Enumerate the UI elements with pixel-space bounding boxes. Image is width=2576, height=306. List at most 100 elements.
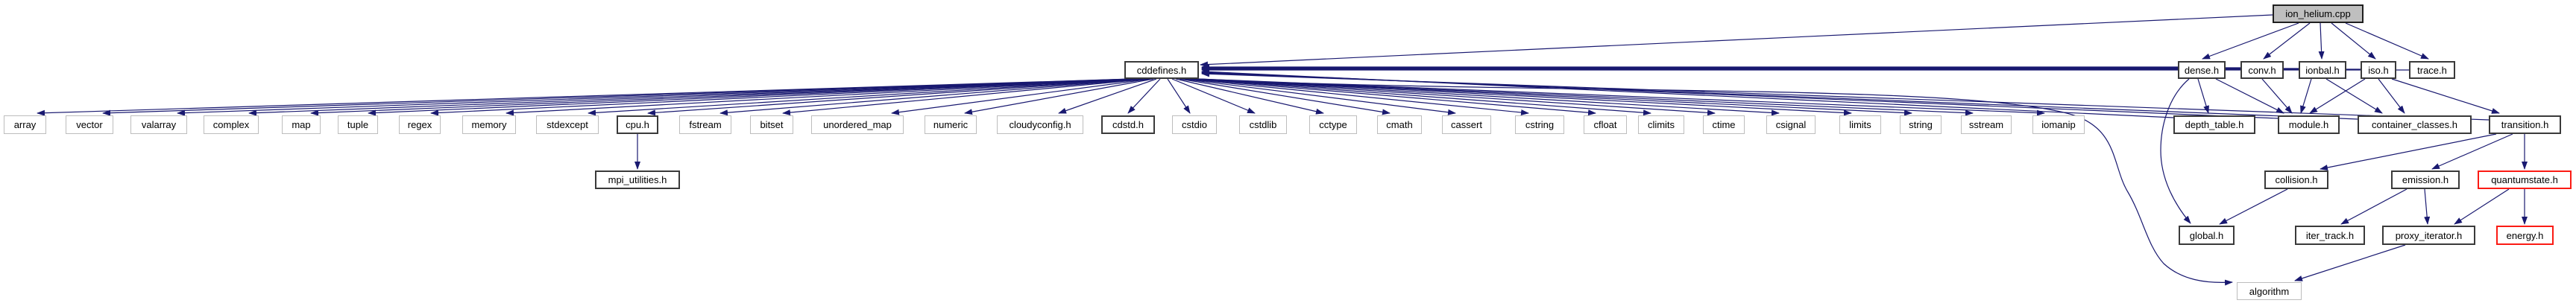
edge-cddefines_h-to-string (1196, 78, 1912, 116)
node-cloudyconfig_h: cloudyconfig.h (997, 115, 1083, 134)
edge-cddefines_h-to-memory (506, 78, 1143, 116)
node-proxy_iterator_h[interactable]: proxy_iterator.h (2382, 226, 2475, 245)
edge-cddefines_h-to-cctype (1175, 78, 1324, 115)
node-emission_h[interactable]: emission.h (2391, 170, 2460, 189)
node-trace_h[interactable]: trace.h (2409, 61, 2455, 79)
node-memory: memory (462, 115, 516, 134)
edge-conv_h-to-module_h (2261, 78, 2293, 114)
edge-ion_helium_cpp-to-ionbal_h (2318, 22, 2325, 60)
node-algorithm: algorithm (2237, 282, 2302, 300)
edge-cddefines_h-to-valarray (177, 78, 1136, 116)
node-module_h[interactable]: module.h (2278, 115, 2340, 134)
node-array: array (4, 115, 46, 134)
edge-cddefines_h-to-complex (248, 78, 1137, 116)
node-climits: climits (1638, 115, 1684, 134)
edge-emission_h-to-iter_track_h (2340, 188, 2407, 225)
edge-cddefines_h-to-regex (430, 78, 1141, 116)
node-sstream: sstream (1961, 115, 2012, 134)
node-string: string (1900, 115, 1942, 134)
edge-cddefines_h-to-tuple (368, 78, 1140, 116)
node-cstdio: cstdio (1172, 115, 1217, 134)
node-ctime: ctime (1703, 115, 1745, 134)
edge-cddefines_h-to-cstdlib (1171, 78, 1256, 114)
edge-cddefines_h-to-cpu_h (647, 78, 1146, 116)
node-depth_table_h[interactable]: depth_table.h (2173, 115, 2255, 134)
edge-cddefines_h-to-cassert (1182, 78, 1456, 115)
edge-cddefines_h-to-csignal (1194, 78, 1780, 116)
edge-cddefines_h-to-vector (102, 78, 1134, 116)
edge-transition_h-to-collision_h (2320, 133, 2497, 170)
edge-cddefines_h-to-cloudyconfig_h (1058, 78, 1157, 114)
node-csignal: csignal (1766, 115, 1816, 134)
node-cddefines_h[interactable]: cddefines.h (1124, 61, 1199, 79)
edge-cddefines_h-to-sstream (1197, 78, 1974, 116)
edge-transition_h-to-cddefines_h (1201, 71, 2490, 121)
edge-cddefines_h-to-map (310, 78, 1139, 116)
node-bitset: bitset (750, 115, 793, 134)
node-quantumstate_h[interactable]: quantumstate.h (2478, 170, 2572, 189)
node-complex: complex (204, 115, 259, 134)
node-cfloat: cfloat (1584, 115, 1627, 134)
node-cstdlib: cstdlib (1239, 115, 1287, 134)
node-global_h[interactable]: global.h (2179, 226, 2235, 245)
edge-transition_h-to-emission_h (2431, 133, 2513, 170)
edge-iso_h-to-transition_h (2391, 78, 2500, 114)
node-mpi_utilities_h[interactable]: mpi_utilities.h (595, 170, 680, 189)
edge-dense_h-to-module_h (2215, 78, 2284, 114)
edge-ion_helium_cpp-to-trace_h (2345, 22, 2429, 60)
node-valarray: valarray (130, 115, 187, 134)
edge-emission_h-to-proxy_iterator_h (2424, 188, 2431, 225)
edge-cddefines_h-to-cstdio (1167, 78, 1191, 114)
node-fstream: fstream (679, 115, 731, 134)
edge-cddefines_h-to-limits (1195, 78, 1852, 116)
node-dense_h[interactable]: dense.h (2178, 61, 2226, 79)
edge-cddefines_h-to-numeric (964, 78, 1154, 115)
edge-dense_h-to-global_h (2160, 78, 2191, 224)
edge-collision_h-to-global_h (2219, 188, 2288, 225)
node-map: map (282, 115, 321, 134)
edge-cddefines_h-to-climits (1190, 78, 1651, 116)
node-cstring: cstring (1515, 115, 1564, 134)
edge-cddefines_h-to-cmath (1179, 78, 1391, 115)
node-cpu_h[interactable]: cpu.h (617, 115, 658, 134)
edge-cddefines_h-to-cdstd_h (1127, 78, 1161, 114)
edge-dense_h-to-depth_table_h (2197, 78, 2209, 114)
node-ionbal_h[interactable]: ionbal.h (2299, 61, 2346, 79)
edge-quantumstate_h-to-proxy_iterator_h (2454, 188, 2510, 225)
edge-cddefines_h-to-fstream (719, 78, 1147, 116)
node-regex: regex (399, 115, 441, 134)
node-cmath: cmath (1377, 115, 1422, 134)
node-iter_track_h[interactable]: iter_track.h (2295, 226, 2365, 245)
edge-ion_helium_cpp-to-dense_h (2202, 22, 2299, 60)
node-iso_h[interactable]: iso.h (2361, 61, 2396, 79)
edge-ionbal_h-to-module_h (2300, 78, 2312, 114)
node-tuple: tuple (338, 115, 378, 134)
node-numeric: numeric (925, 115, 977, 134)
node-iomanip: iomanip (2032, 115, 2085, 134)
edge-cddefines_h-to-unordered_map (891, 78, 1152, 115)
node-vector: vector (66, 115, 113, 134)
node-cassert: cassert (1442, 115, 1491, 134)
edge-proxy_iterator_h-to-algorithm (2294, 244, 2406, 281)
edge-cddefines_h-to-stdexcept (588, 78, 1144, 116)
node-transition_h[interactable]: transition.h (2489, 115, 2561, 134)
node-conv_h[interactable]: conv.h (2240, 61, 2284, 79)
node-limits: limits (1839, 115, 1881, 134)
edge-iso_h-to-container_classes_h (2378, 78, 2405, 114)
node-ion_helium_cpp: ion_helium.cpp (2273, 4, 2364, 23)
node-cctype: cctype (1309, 115, 1357, 134)
edge-cddefines_h-to-bitset (782, 78, 1150, 116)
edge-ionbal_h-to-container_classes_h (2325, 78, 2383, 114)
node-cdstd_h[interactable]: cdstd.h (1101, 115, 1155, 134)
edge-ion_helium_cpp-to-iso_h (2331, 22, 2376, 60)
node-container_classes_h[interactable]: container_classes.h (2358, 115, 2472, 134)
node-collision_h[interactable]: collision.h (2264, 170, 2328, 189)
node-stdexcept: stdexcept (536, 115, 599, 134)
edge-cddefines_h-to-ctime (1192, 78, 1716, 116)
edge-cddefines_h-to-cstring (1185, 78, 1529, 115)
edge-cddefines_h-to-cfloat (1188, 78, 1596, 116)
edge-ion_helium_cpp-to-cddefines_h (1200, 14, 2273, 68)
node-energy_h[interactable]: energy.h (2496, 226, 2554, 245)
